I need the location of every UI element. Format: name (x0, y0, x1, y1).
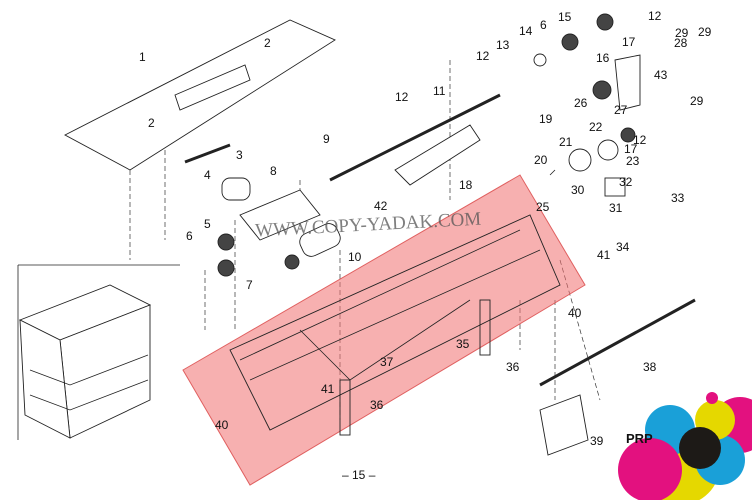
callout-12: 12 (633, 133, 647, 147)
callout-12: 12 (476, 49, 490, 63)
callout-29: 29 (675, 26, 689, 40)
callout-7: 7 (246, 278, 253, 292)
callout-16: 16 (596, 51, 610, 65)
callout-8: 8 (270, 164, 277, 178)
callout-6: 6 (186, 229, 193, 243)
callout-13: 13 (496, 38, 510, 52)
callout-2: 2 (148, 116, 155, 130)
callout-37: 37 (380, 355, 394, 369)
callout-10: 10 (348, 250, 362, 264)
printer-illustration (17, 264, 180, 440)
callout-1: 1 (139, 50, 146, 64)
callout-36: 36 (370, 398, 384, 412)
callout-29: 29 (690, 94, 704, 108)
frame (229, 214, 561, 431)
logo: PRP (618, 392, 752, 500)
callout-12: 12 (395, 90, 409, 104)
callout-40: 40 (215, 418, 229, 432)
callout-3: 3 (236, 148, 243, 162)
callout-33: 33 (671, 191, 685, 205)
callout-22: 22 (589, 120, 603, 134)
callout-32: 32 (619, 175, 633, 189)
page-number: – 15 – (342, 468, 376, 482)
callout-12: 12 (648, 9, 662, 23)
callout-28: 28 (674, 36, 688, 50)
callout-6: 6 (540, 18, 547, 32)
callout-5: 5 (204, 217, 211, 231)
callout-4: 4 (204, 168, 211, 182)
callout-18: 18 (459, 178, 473, 192)
callout-2: 2 (264, 36, 271, 50)
callout-26: 26 (574, 96, 588, 110)
logo-text: PRP (626, 431, 653, 446)
callout-39: 39 (590, 434, 604, 448)
shaft (329, 93, 501, 182)
callout-40: 40 (568, 306, 582, 320)
callout-30: 30 (571, 183, 585, 197)
callout-25: 25 (536, 200, 550, 214)
callout-19: 19 (539, 112, 553, 126)
callout-15: 15 (558, 10, 572, 24)
callout-36: 36 (506, 360, 520, 374)
highlight-region (182, 174, 586, 486)
callout-42: 42 (374, 199, 388, 213)
callout-35: 35 (456, 337, 470, 351)
callout-21: 21 (559, 135, 573, 149)
callout-41: 41 (321, 382, 335, 396)
callout-9: 9 (323, 132, 330, 146)
callout-34: 34 (616, 240, 630, 254)
callout-17: 17 (622, 35, 636, 49)
callout-17: 17 (624, 142, 638, 156)
callout-20: 20 (534, 153, 548, 167)
callout-38: 38 (643, 360, 657, 374)
callout-41: 41 (597, 248, 611, 262)
callout-labels: 1223456789101112421819202122231217253031… (139, 9, 712, 448)
callout-29: 29 (698, 25, 712, 39)
callout-11: 11 (433, 84, 446, 98)
roller-4 (221, 177, 251, 201)
callout-23: 23 (626, 154, 640, 168)
callout-27: 27 (614, 103, 628, 117)
callout-43: 43 (654, 68, 668, 82)
roller-10 (299, 223, 341, 257)
callout-14: 14 (519, 24, 533, 38)
callout-31: 31 (609, 201, 623, 215)
